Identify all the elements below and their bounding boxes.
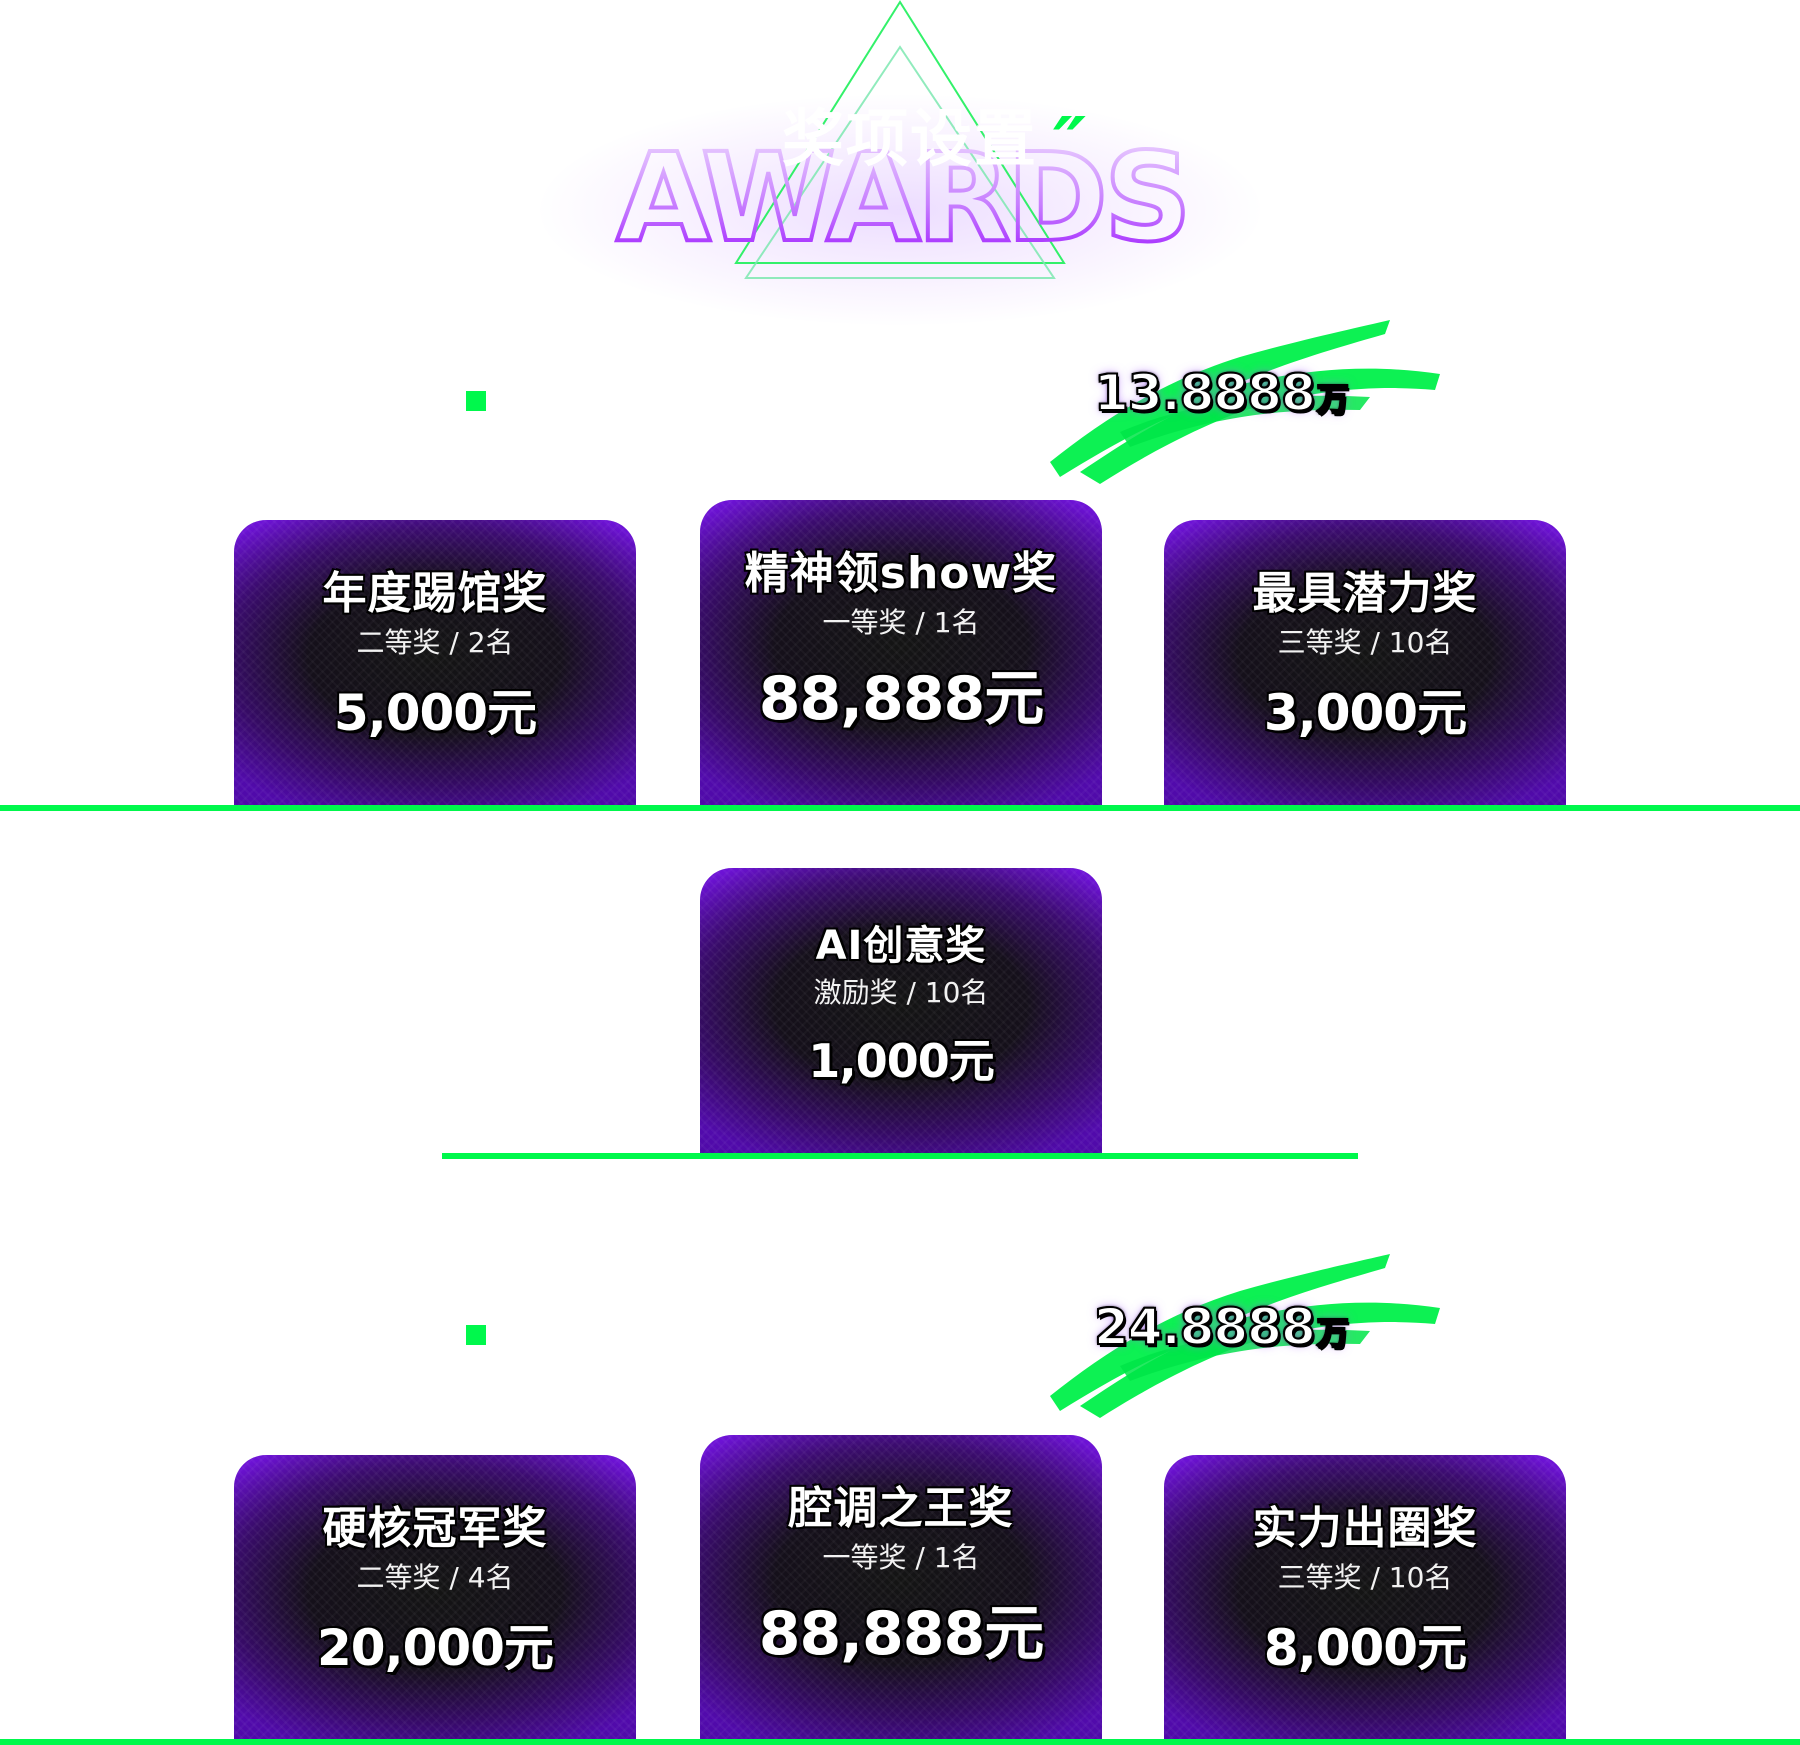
triangle-outline-icon [734,0,1066,279]
award-card-right: 最具潜力奖 三等奖 / 10名 3,000元 [1164,520,1566,805]
award-card-left: 硬核冠军奖 二等奖 / 4名 20,000元 [234,1455,636,1740]
section-1-total: 13.8888万 [1093,367,1350,419]
page-title: 奖项设置 [781,102,1038,175]
quote-mark-icon: ″ [1053,102,1087,188]
section-1-label [510,384,1050,418]
award-tier: 三等奖 / 10名 [1277,1561,1453,1595]
award-tier: 激励奖 / 10名 [813,976,989,1009]
award-card-center: 腔调之王奖 一等奖 / 1名 88,888元 [700,1435,1102,1740]
section-1-total-value: 13.8888 [1093,364,1317,422]
award-tier: 一等奖 / 1名 [822,1541,980,1575]
award-card-center: 精神领show奖 一等奖 / 1名 88,888元 [700,500,1102,805]
award-name: 腔调之王奖 [788,1483,1014,1534]
podium-line-3 [0,1739,1800,1745]
section-2-marker [466,1325,486,1345]
award-tier: 三等奖 / 10名 [1277,626,1453,660]
award-prize: 8,000元 [1263,1618,1467,1677]
section-1-total-unit: 万 [1316,380,1350,418]
award-prize: 3,000元 [1263,683,1467,742]
award-name: 实力出圈奖 [1252,1503,1478,1554]
award-prize: 1,000元 [808,1033,995,1088]
award-card-right: 实力出圈奖 三等奖 / 10名 8,000元 [1164,1455,1566,1740]
award-name: 年度踢馆奖 [322,568,548,619]
award-tier: 二等奖 / 4名 [356,1561,514,1595]
podium-line-2 [442,1153,1358,1159]
awards-outline-title: AWARDS [614,128,1192,248]
award-name: AI创意奖 [815,923,987,969]
award-prize: 88,888元 [758,663,1045,734]
award-tier: 一等奖 / 1名 [822,606,980,640]
podium-line-1 [0,805,1800,811]
section-2-label [510,1318,1050,1352]
award-name: 硬核冠军奖 [322,1503,548,1554]
svg-text:AWARDS: AWARDS [616,128,1188,248]
award-name: 精神领show奖 [744,548,1058,599]
green-brush-stroke [1050,320,1440,484]
section-2-total: 24.8888万 [1093,1301,1350,1353]
green-brush-stroke [1050,1254,1440,1418]
section-2-total-value: 24.8888 [1093,1298,1317,1356]
award-card-left: 年度踢馆奖 二等奖 / 2名 5,000元 [234,520,636,805]
award-prize: 88,888元 [758,1598,1045,1669]
section-2-total-unit: 万 [1316,1314,1350,1352]
award-prize: 5,000元 [333,683,537,742]
award-tier: 二等奖 / 2名 [356,626,514,660]
title-glow-background [540,95,1260,325]
award-card-ai: AI创意奖 激励奖 / 10名 1,000元 [700,868,1102,1153]
section-1-marker [466,391,486,411]
award-name: 最具潜力奖 [1252,568,1478,619]
award-prize: 20,000元 [317,1618,554,1677]
